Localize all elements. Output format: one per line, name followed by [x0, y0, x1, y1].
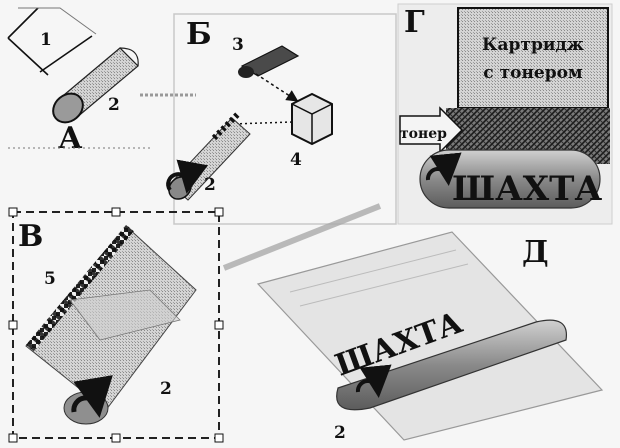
panel-d: Д ШАХТА 2: [256, 231, 604, 443]
drum-roller-g: [419, 149, 601, 209]
laser-source: [238, 45, 300, 78]
rotation-arrow-b-icon: [166, 159, 208, 194]
polygon-mirror: [291, 92, 333, 146]
connector-b-d: [222, 203, 382, 271]
part-number-2-d: 2: [334, 423, 346, 443]
drum-roller-a: [52, 47, 139, 124]
panel-label-d: Д: [522, 235, 549, 270]
panel-v: В 5 2: [8, 207, 224, 443]
panel-g: Г Картридж с тонером тонер ШАХТА: [397, 3, 613, 225]
part-number-5: 5: [44, 269, 56, 289]
part-number-2-a: 2: [108, 95, 120, 115]
scan-beam: [231, 121, 293, 125]
rotation-arrow-g-icon: [425, 152, 462, 186]
toner-arrow-icon: [399, 106, 464, 154]
toner-cartridge: [457, 7, 609, 109]
panel-a: 1 2 А: [7, 7, 150, 156]
drum-roller-d: [336, 319, 568, 411]
panel-label-v: В: [18, 219, 43, 254]
panel-label-g: Г: [404, 5, 425, 40]
selection-handles: [8, 207, 224, 443]
panel-b: Б 3 4 2: [166, 13, 397, 225]
laser-beam: [255, 73, 299, 102]
panel-label-a: А: [58, 121, 83, 156]
rotation-arrow-v-icon: [71, 375, 113, 418]
part-number-2-b: 2: [204, 175, 216, 195]
drum-roller-b: [166, 111, 251, 201]
panel-label-b: Б: [186, 17, 212, 52]
part-number-4: 4: [290, 150, 302, 170]
rotation-arrow-d-icon: [355, 364, 392, 398]
part-number-3: 3: [232, 35, 244, 55]
sheet-1: [7, 7, 97, 76]
drum-roller-v: [25, 224, 197, 425]
drum-word-g: ШАХТА: [452, 169, 602, 209]
part-number-1: 1: [40, 30, 52, 50]
cartridge-label-line-2: с тонером: [483, 63, 583, 83]
part-number-2-v: 2: [160, 379, 172, 399]
cartridge-label-line-1: Картридж: [482, 35, 584, 55]
toner-label: тонер: [400, 126, 447, 142]
